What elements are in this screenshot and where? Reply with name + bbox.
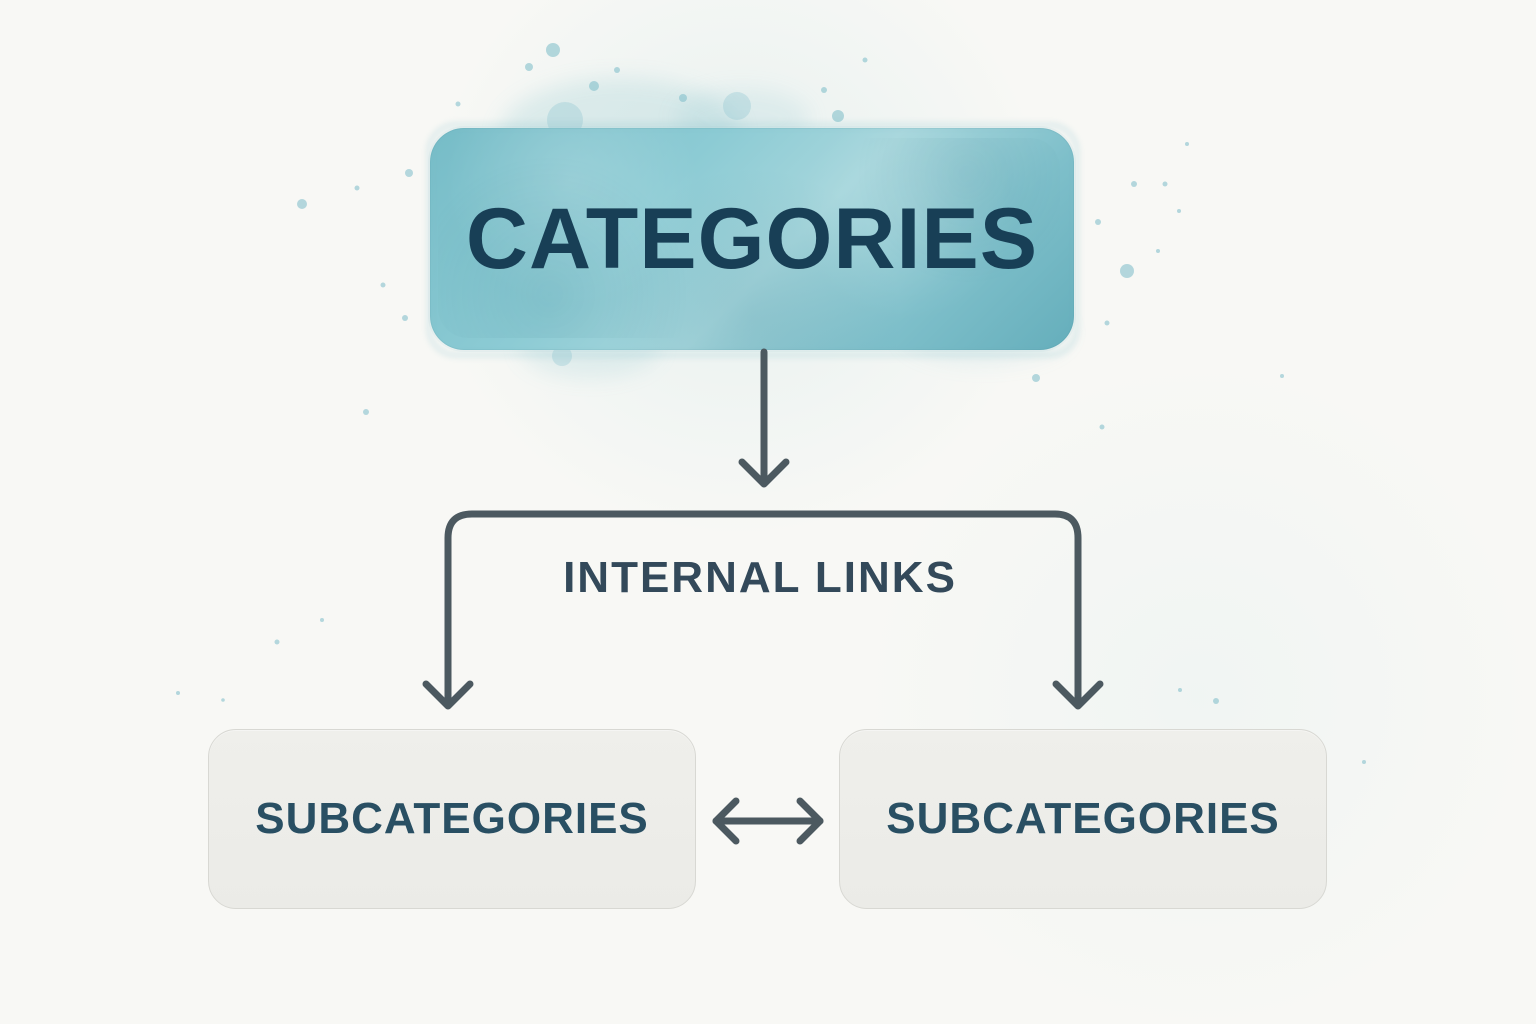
bidirectional-arrow-right-head <box>796 797 824 845</box>
internal-links-label: INTERNAL LINKS <box>563 553 957 602</box>
categories-label: CATEGORIES <box>465 191 1039 287</box>
categories-node: CATEGORIES <box>430 128 1074 350</box>
main-down-arrowhead <box>738 458 790 488</box>
left-subcategories-node: SUBCATEGORIES <box>208 729 696 909</box>
left-branch-arrowhead <box>422 680 474 710</box>
right-subcategories-label: SUBCATEGORIES <box>886 794 1280 843</box>
bidirectional-arrow-left-head <box>712 797 740 845</box>
left-branch-connector <box>444 510 1082 708</box>
right-branch-arrowhead <box>1052 680 1104 710</box>
left-subcategories-label: SUBCATEGORIES <box>255 794 649 843</box>
right-subcategories-node: SUBCATEGORIES <box>839 729 1327 909</box>
